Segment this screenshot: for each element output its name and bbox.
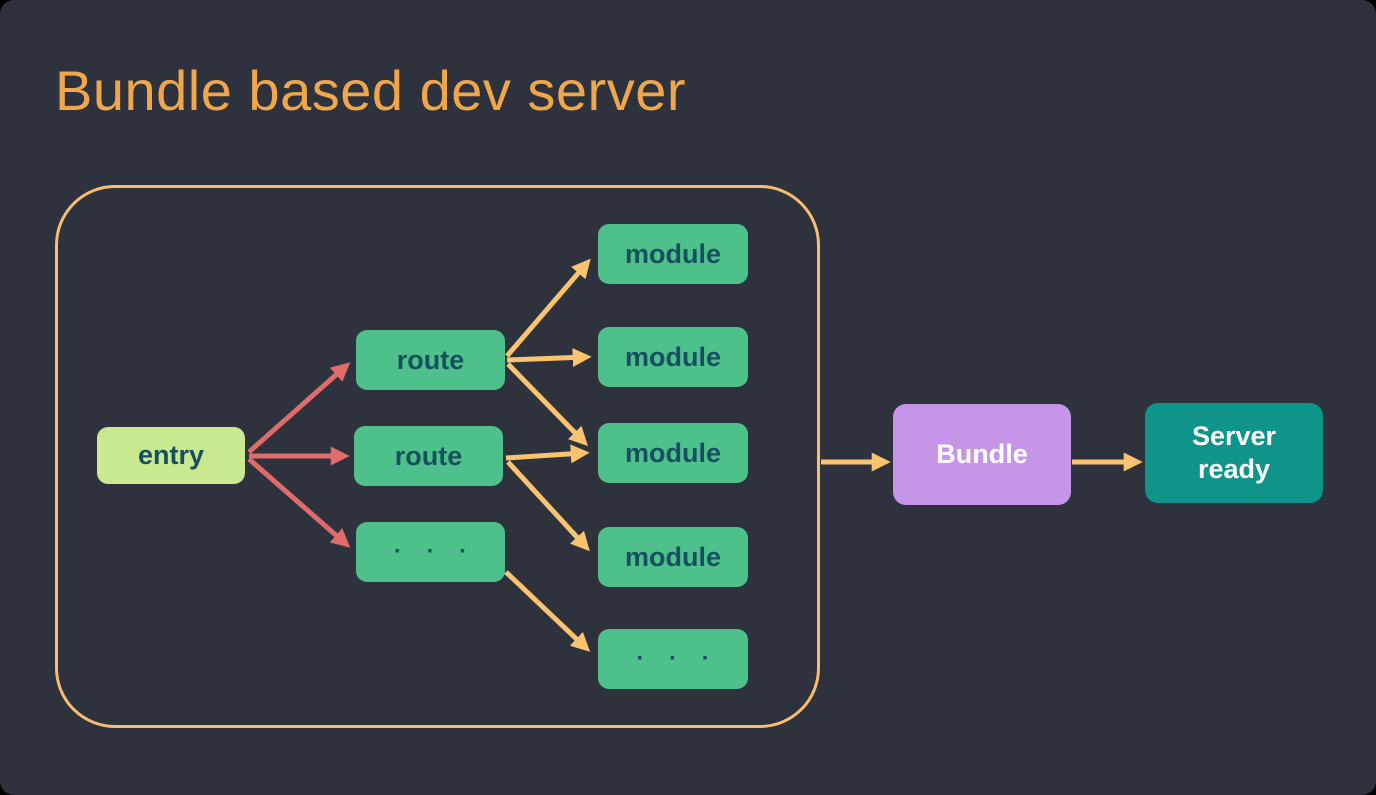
node-route-1: route: [356, 330, 505, 390]
server-ready-line2: ready: [1197, 454, 1271, 484]
node-module-3: module: [598, 423, 748, 483]
node-routes-ellipsis: · · ·: [356, 522, 505, 582]
node-server-ready: Server ready: [1145, 403, 1323, 503]
node-module-4: module: [598, 527, 748, 587]
node-route-2: route: [354, 426, 503, 486]
node-entry: entry: [97, 427, 245, 484]
node-bundle: Bundle: [893, 404, 1071, 505]
node-module-1: module: [598, 224, 748, 284]
node-modules-ellipsis: · · ·: [598, 629, 748, 689]
bundle-scope-container: [55, 185, 820, 728]
page-title: Bundle based dev server: [55, 59, 686, 122]
node-module-2: module: [598, 327, 748, 387]
server-ready-line1: Server: [1191, 421, 1277, 452]
